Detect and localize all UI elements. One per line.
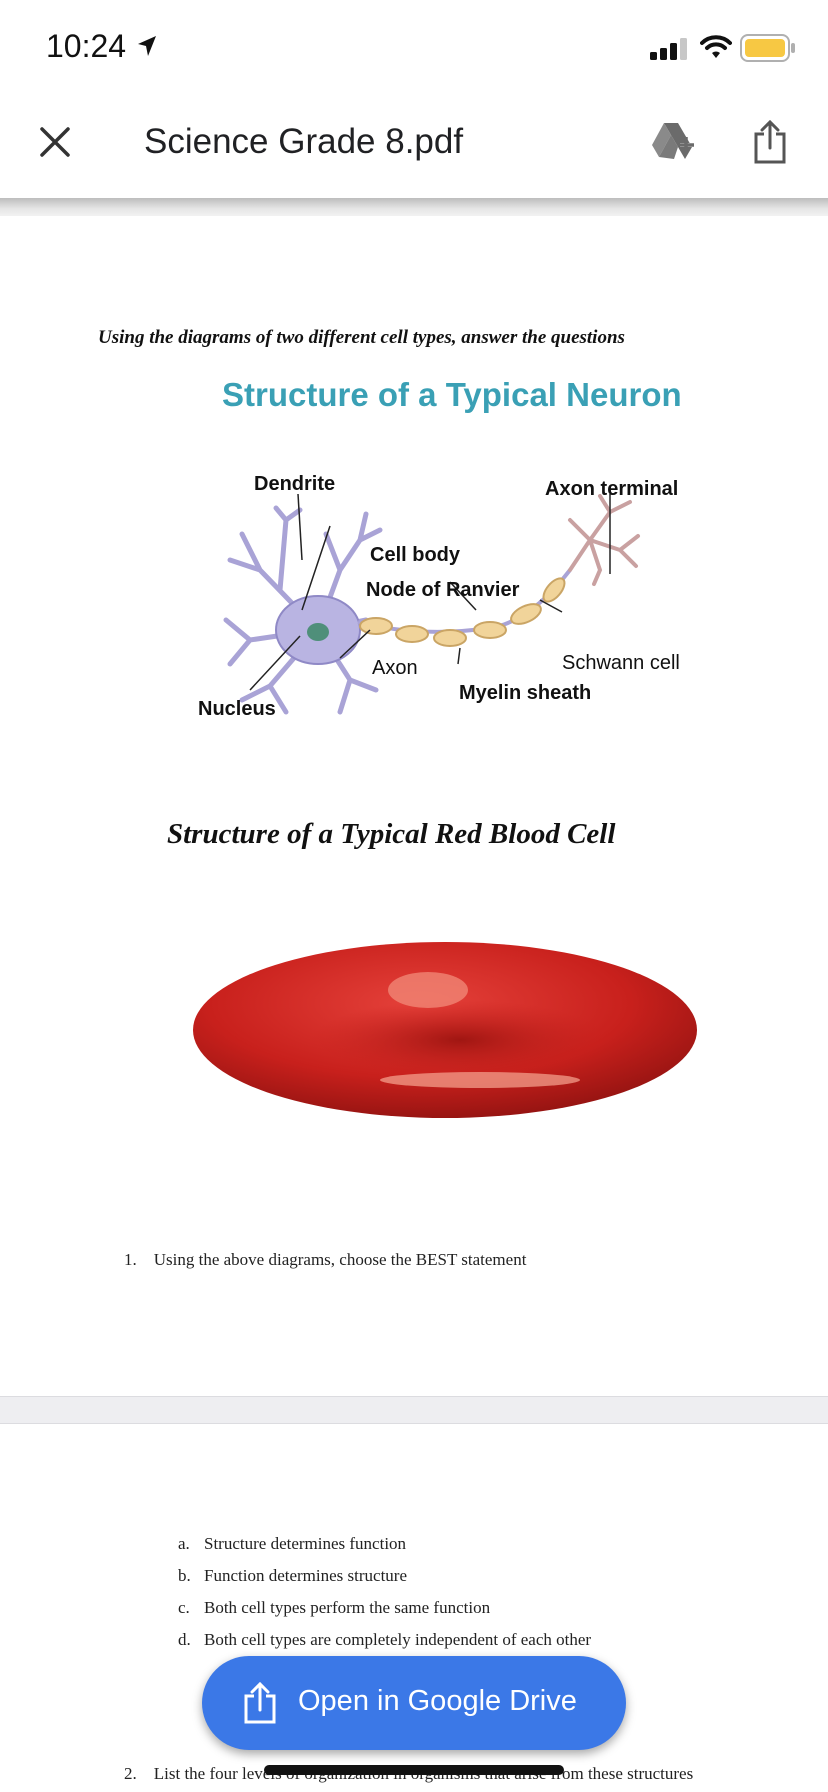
neuron-diagram [223, 493, 640, 715]
home-indicator[interactable] [264, 1765, 564, 1775]
label-cell-body: Cell body [370, 544, 461, 566]
add-to-drive-icon[interactable] [650, 121, 696, 161]
question-1: 1. Using the above diagrams, choose the … [124, 1250, 526, 1270]
option-d: d.Both cell types are completely indepen… [178, 1630, 592, 1649]
label-axon: Axon [372, 657, 418, 679]
app-bar-shadow [0, 198, 828, 216]
question-2-number: 2. [124, 1764, 137, 1783]
option-a: a.Structure determines function [178, 1534, 407, 1553]
cellular-signal-icon [650, 38, 687, 60]
neuron-title: Structure of a Typical Neuron [222, 376, 682, 413]
option-c: c.Both cell types perform the same funct… [178, 1598, 491, 1617]
wifi-icon [700, 35, 732, 58]
page-divider [0, 1396, 828, 1424]
location-arrow-icon [138, 36, 156, 56]
open-in-google-drive-button[interactable]: Open in Google Drive [202, 1656, 626, 1750]
close-icon[interactable] [38, 125, 72, 159]
label-node-of-ranvier: Node of Ranvier [366, 579, 520, 601]
label-axon-terminal: Axon terminal [545, 478, 679, 500]
question-1-number: 1. [124, 1250, 137, 1269]
option-b: b.Function determines structure [178, 1566, 408, 1585]
document-title: Science Grade 8.pdf [144, 122, 464, 161]
share-icon [244, 1681, 276, 1724]
label-schwann-cell: Schwann cell [562, 652, 680, 674]
pdf-page [0, 216, 828, 1396]
share-icon[interactable] [752, 120, 788, 164]
question-1-text: Using the above diagrams, choose the BES… [153, 1250, 527, 1269]
label-nucleus: Nucleus [198, 698, 276, 720]
status-bar: 10:24 [0, 0, 828, 100]
label-myelin-sheath: Myelin sheath [459, 682, 592, 704]
open-in-google-drive-label: Open in Google Drive [298, 1685, 577, 1717]
rbc-title: Structure of a Typical Red Blood Cell [167, 818, 616, 850]
label-dendrite: Dendrite [254, 473, 336, 495]
red-blood-cell-image [193, 942, 697, 1118]
instruction-text: Using the diagrams of two different cell… [98, 327, 625, 348]
battery-icon [740, 34, 795, 62]
status-time: 10:24 [46, 28, 127, 64]
